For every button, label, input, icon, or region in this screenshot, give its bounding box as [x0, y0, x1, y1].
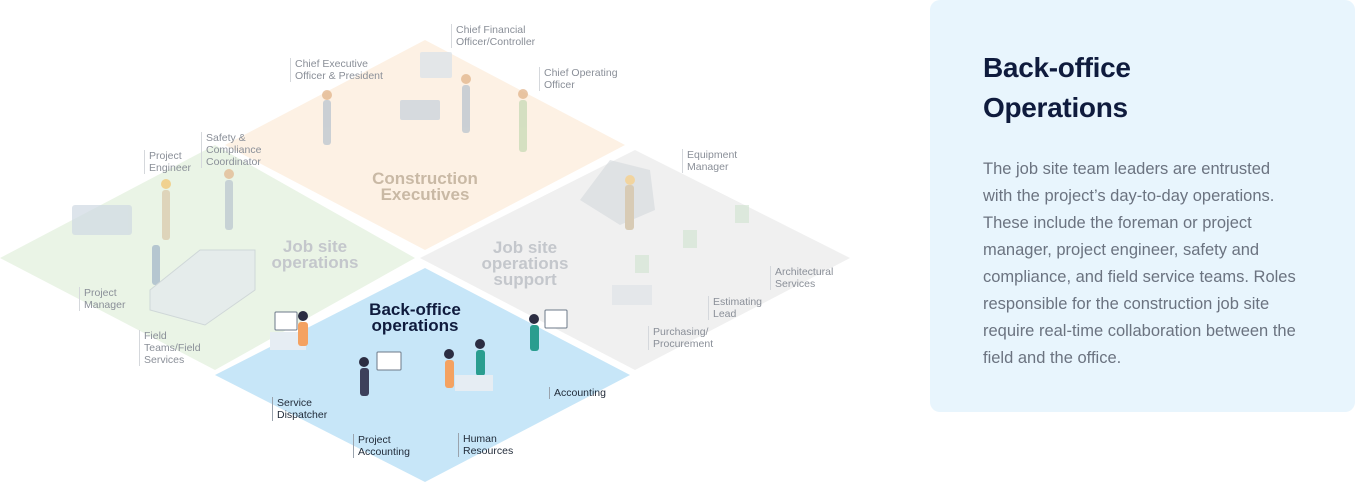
label-purchasing: Purchasing/ Procurement — [648, 326, 713, 350]
back-office-figures-icon — [270, 309, 568, 396]
zone-back-office-area — [215, 268, 630, 482]
executive-figures-icon — [322, 52, 528, 152]
label-ceo: Chief Executive Officer & President — [290, 58, 383, 82]
label-field-teams: Field Teams/Field Services — [139, 330, 201, 366]
panel-body: The job site team leaders are entrusted … — [983, 160, 1296, 367]
label-accounting: Accounting — [549, 387, 606, 399]
label-service-dispatcher: Service Dispatcher — [272, 397, 327, 421]
org-diagram: Construction Executives Job site operati… — [0, 24, 850, 482]
zone-back-office-title: Back-office operations — [369, 300, 461, 335]
panel-title: Back-office Operations — [983, 52, 1131, 123]
job-site-figures-icon — [72, 169, 256, 326]
label-cfo: Chief Financial Officer/Controller — [451, 24, 535, 48]
zone-job-site-title: Job site operations — [271, 237, 359, 272]
label-architectural: Architectural Services — [770, 266, 833, 290]
zone-executives-title: Construction Executives — [372, 169, 478, 204]
label-safety: Safety & Compliance Coordinator — [201, 132, 261, 168]
zone-support-title: Job site operations support — [481, 238, 569, 289]
diagram-graphic — [0, 40, 850, 482]
label-project-accounting: Project Accounting — [353, 434, 410, 458]
support-figures-icon — [580, 160, 749, 305]
label-human-resources: Human Resources — [458, 433, 513, 457]
label-estimating: Estimating Lead — [708, 296, 762, 320]
label-project-engineer: Project Engineer — [144, 150, 191, 174]
label-coo: Chief Operating Officer — [539, 67, 618, 91]
info-panel: Back-office Operations The job site team… — [930, 0, 1355, 412]
label-project-manager: Project Manager — [79, 287, 125, 311]
label-equipment-manager: Equipment Manager — [682, 149, 737, 173]
